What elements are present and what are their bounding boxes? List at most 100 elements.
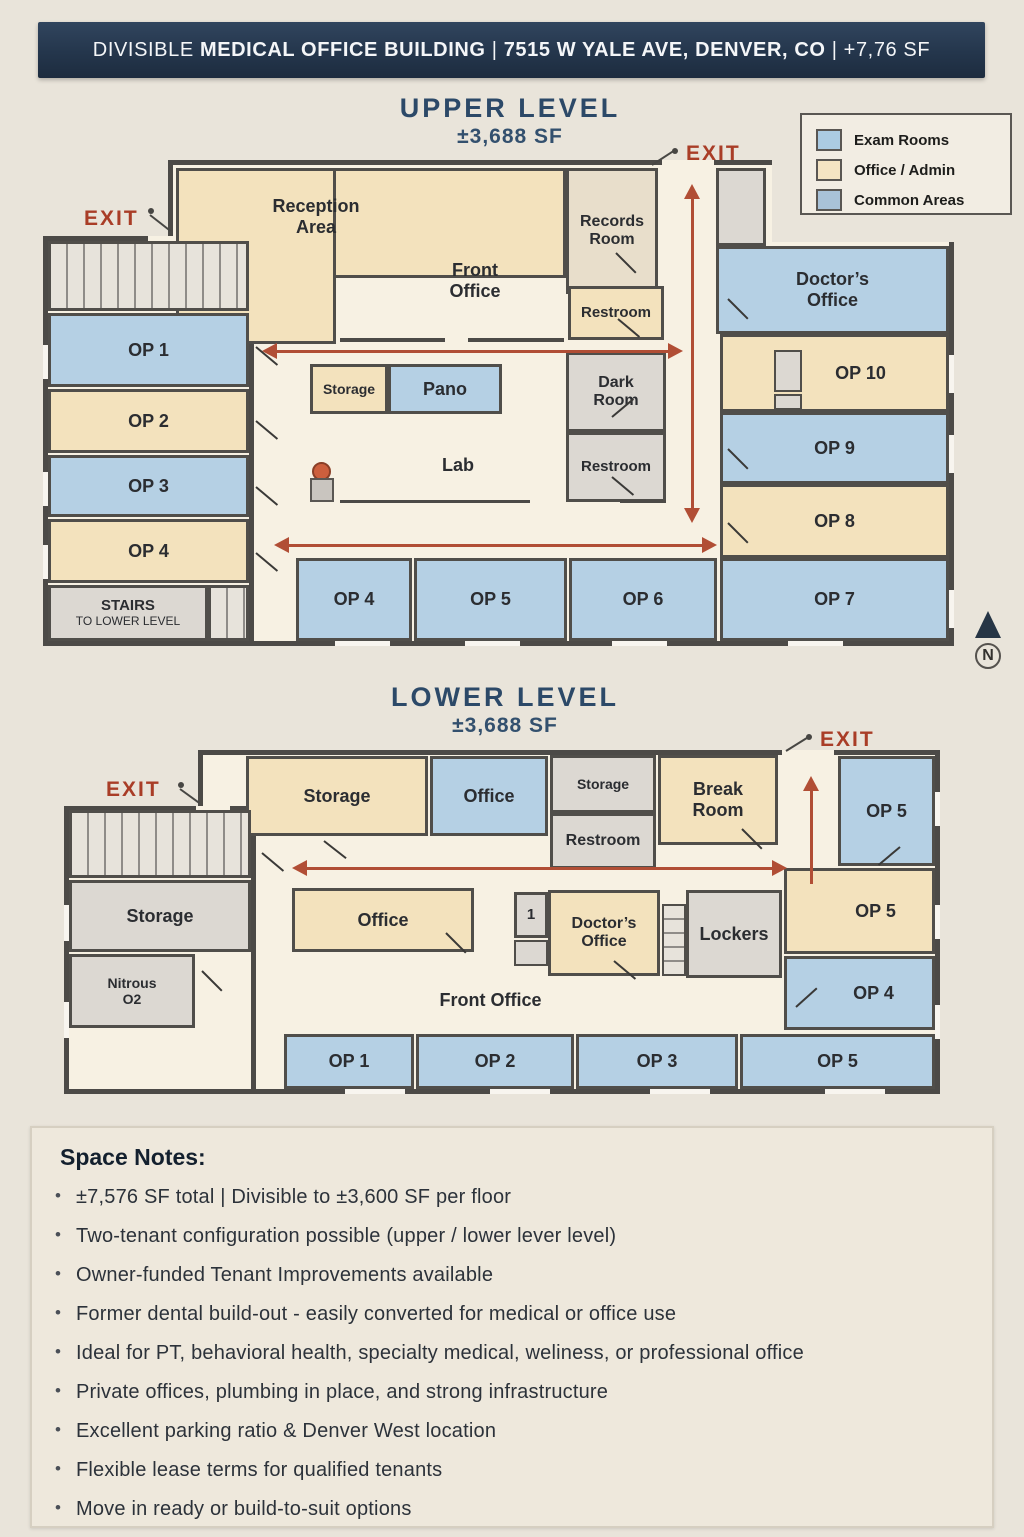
upper-level-title: UPPER LEVEL xyxy=(399,93,621,123)
legend-item-office-admin: Office / Admin xyxy=(816,155,1010,185)
room-op4-bottom: OP 4 xyxy=(296,558,412,641)
window xyxy=(788,641,843,646)
space-notes-heading: Space Notes: xyxy=(60,1144,206,1170)
lab-sink-icon xyxy=(310,478,334,502)
exit-leader-line xyxy=(179,788,201,804)
room-op1-lower: OP 1 xyxy=(284,1034,414,1089)
exit-leader-dot xyxy=(148,208,154,214)
space-notes-panel: Space Notes: ±7,576 SF total | Divisible… xyxy=(30,1126,994,1528)
room-op5-bottom-lower: OP 5 xyxy=(740,1034,935,1089)
arrowhead xyxy=(274,537,289,553)
window xyxy=(612,641,667,646)
room-unit-one: 1 xyxy=(514,892,548,938)
legend-label: Common Areas xyxy=(854,191,965,209)
space-note-item: Flexible lease terms for qualified tenan… xyxy=(50,1459,970,1482)
room-op2-lower: OP 2 xyxy=(416,1034,574,1089)
room-op9: OP 9 xyxy=(720,412,949,484)
header-size: +7,76 SF xyxy=(843,38,931,61)
upper-corridor-arrow-vertical xyxy=(691,198,694,508)
space-note-item: Excellent parking ratio & Denver West lo… xyxy=(50,1420,970,1443)
room-restroom-lower: Restroom xyxy=(550,813,656,869)
arrowhead xyxy=(684,508,700,523)
space-note-item: Move in ready or build-to-suit options xyxy=(50,1498,970,1521)
window xyxy=(935,1005,940,1039)
legend-label: Exam Rooms xyxy=(854,131,950,149)
window xyxy=(345,1089,405,1094)
arrowhead xyxy=(668,343,683,359)
room-storage-upper: Storage xyxy=(310,364,388,414)
header-address: 7515 W YALE AVE, DENVER, CO xyxy=(503,38,826,61)
room-doctors-office-lower: Doctor’s Office xyxy=(548,890,660,976)
header-prefix: DIVISIBLE xyxy=(92,38,200,61)
upper-exit-left-label: EXIT xyxy=(84,207,139,230)
lower-stairs-left xyxy=(69,810,251,878)
legend-item-exam-rooms: Exam Rooms xyxy=(816,125,1010,155)
wall-front-office-1 xyxy=(340,338,445,342)
room-op1-upper: OP 1 xyxy=(48,313,249,387)
space-note-item: ±7,576 SF total | Divisible to ±3,600 SF… xyxy=(50,1186,970,1209)
window xyxy=(335,641,390,646)
room-op6-bottom: OP 6 xyxy=(569,558,717,641)
window xyxy=(949,355,954,393)
arrowhead xyxy=(803,776,819,791)
arrowhead xyxy=(292,860,307,876)
lower-stairs-mid xyxy=(662,904,686,976)
op10-cabinet-2 xyxy=(774,394,802,410)
space-note-item: Private offices, plumbing in place, and … xyxy=(50,1381,970,1404)
lower-exit-arrow xyxy=(810,790,813,884)
room-op4-right: OP 4 xyxy=(784,956,935,1030)
window xyxy=(935,905,940,939)
window xyxy=(43,345,48,379)
header-divider-2: | xyxy=(825,38,844,61)
window xyxy=(465,641,520,646)
window xyxy=(949,590,954,628)
window xyxy=(949,435,954,473)
op10-cabinet-1 xyxy=(774,350,802,392)
wall-front-office-2 xyxy=(468,338,564,342)
lower-exit-right-label: EXIT xyxy=(820,728,875,751)
room-dark-room: Dark Room xyxy=(566,352,666,432)
upper-stairs-top xyxy=(48,241,249,311)
room-storage-top-lower: Storage xyxy=(246,756,428,836)
room-closet-upper xyxy=(716,168,766,246)
room-pano: Pano xyxy=(388,364,502,414)
wall-lab-counter-2 xyxy=(620,500,666,503)
legend: Exam Rooms Office / Admin Common Areas xyxy=(800,113,1012,215)
room-op3-lower: OP 3 xyxy=(576,1034,738,1089)
lower-corridor-arrow xyxy=(306,867,772,870)
room-lockers: Lockers xyxy=(686,890,782,978)
room-office-top-lower: Office xyxy=(430,756,548,836)
room-op5-top-right: OP 5 xyxy=(838,756,935,866)
room-front-office-label-lower: Front Office xyxy=(439,990,542,1010)
window xyxy=(490,1089,550,1094)
exit-leader-dot xyxy=(806,734,812,740)
upper-exit-top-label: EXIT xyxy=(686,142,741,165)
room-office-mid-lower: Office xyxy=(292,888,474,952)
room-op7: OP 7 xyxy=(720,558,949,641)
room-records: Records Room xyxy=(566,168,658,294)
upper-corridor-arrow-1 xyxy=(276,350,668,353)
legend-label: Office / Admin xyxy=(854,161,956,179)
upper-wing-exit-gap xyxy=(148,236,182,242)
room-op3-upper: OP 3 xyxy=(48,455,249,517)
window xyxy=(64,905,69,941)
unit-one-closet xyxy=(514,940,548,966)
north-arrow-icon xyxy=(975,611,1001,638)
upper-stairs-bottom xyxy=(208,585,249,641)
exit-leader-dot xyxy=(178,782,184,788)
room-reception-label: Reception Area xyxy=(272,196,360,237)
north-letter: N xyxy=(975,643,1001,669)
room-op10: OP 10 xyxy=(720,334,949,412)
wall-lab-counter-1 xyxy=(340,500,530,503)
header-banner: DIVISIBLE MEDICAL OFFICE BUILDING | 7515… xyxy=(38,22,985,78)
window xyxy=(43,545,48,579)
room-op5-mid-right: OP 5 xyxy=(784,868,935,954)
exit-leader-dot xyxy=(672,148,678,154)
office-admin-swatch xyxy=(816,159,842,181)
room-storage-small-lower: Storage xyxy=(550,755,656,813)
space-note-item: Owner-funded Tenant Improvements availab… xyxy=(50,1264,970,1287)
upper-level-sf: ±3,688 SF xyxy=(457,125,563,148)
room-restroom-top: Restroom xyxy=(568,286,664,340)
space-note-item: Former dental build-out - easily convert… xyxy=(50,1303,970,1326)
arrowhead xyxy=(702,537,717,553)
